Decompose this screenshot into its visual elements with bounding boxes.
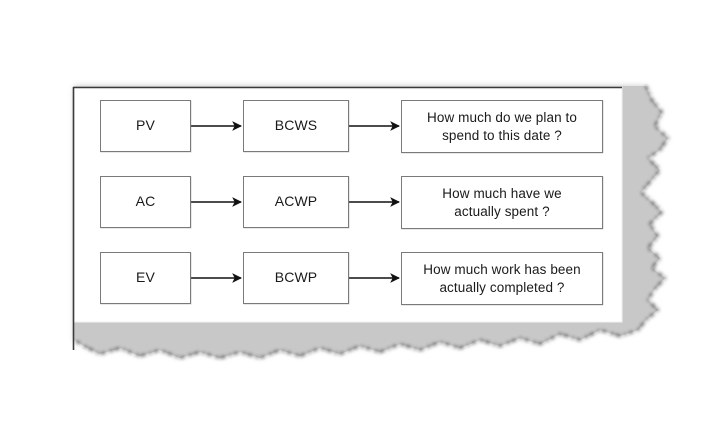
node-abbreviation-pv[interactable]: PV (100, 100, 191, 152)
question-1-line2: spend to this date ? (442, 127, 562, 143)
question-2-text: How much have we actually spent ? (442, 185, 561, 220)
question-2-line1: How much have we (442, 186, 562, 202)
question-2-line2: actually spent ? (454, 203, 550, 219)
node-question-2[interactable]: How much have we actually spent ? (401, 176, 603, 229)
node-question-1[interactable]: How much do we plan to spend to this dat… (401, 100, 603, 153)
node-term-bcws[interactable]: BCWS (243, 100, 349, 152)
node-term-acwp[interactable]: ACWP (243, 176, 349, 228)
question-1-line1: How much do we plan to (426, 110, 578, 126)
question-3-line2: actually completed ? (439, 279, 565, 295)
node-question-3[interactable]: How much work has been actually complete… (401, 252, 603, 305)
node-abbreviation-ev[interactable]: EV (100, 252, 191, 304)
question-1-text: How much do we plan to spend to this dat… (427, 109, 577, 144)
question-3-text: How much work has been actually complete… (423, 261, 581, 296)
node-term-bcwp[interactable]: BCWP (243, 252, 349, 304)
question-3-line1: How much work has been (423, 262, 581, 278)
sheet-frame-lines (72, 86, 622, 350)
node-abbreviation-ac[interactable]: AC (100, 176, 191, 228)
